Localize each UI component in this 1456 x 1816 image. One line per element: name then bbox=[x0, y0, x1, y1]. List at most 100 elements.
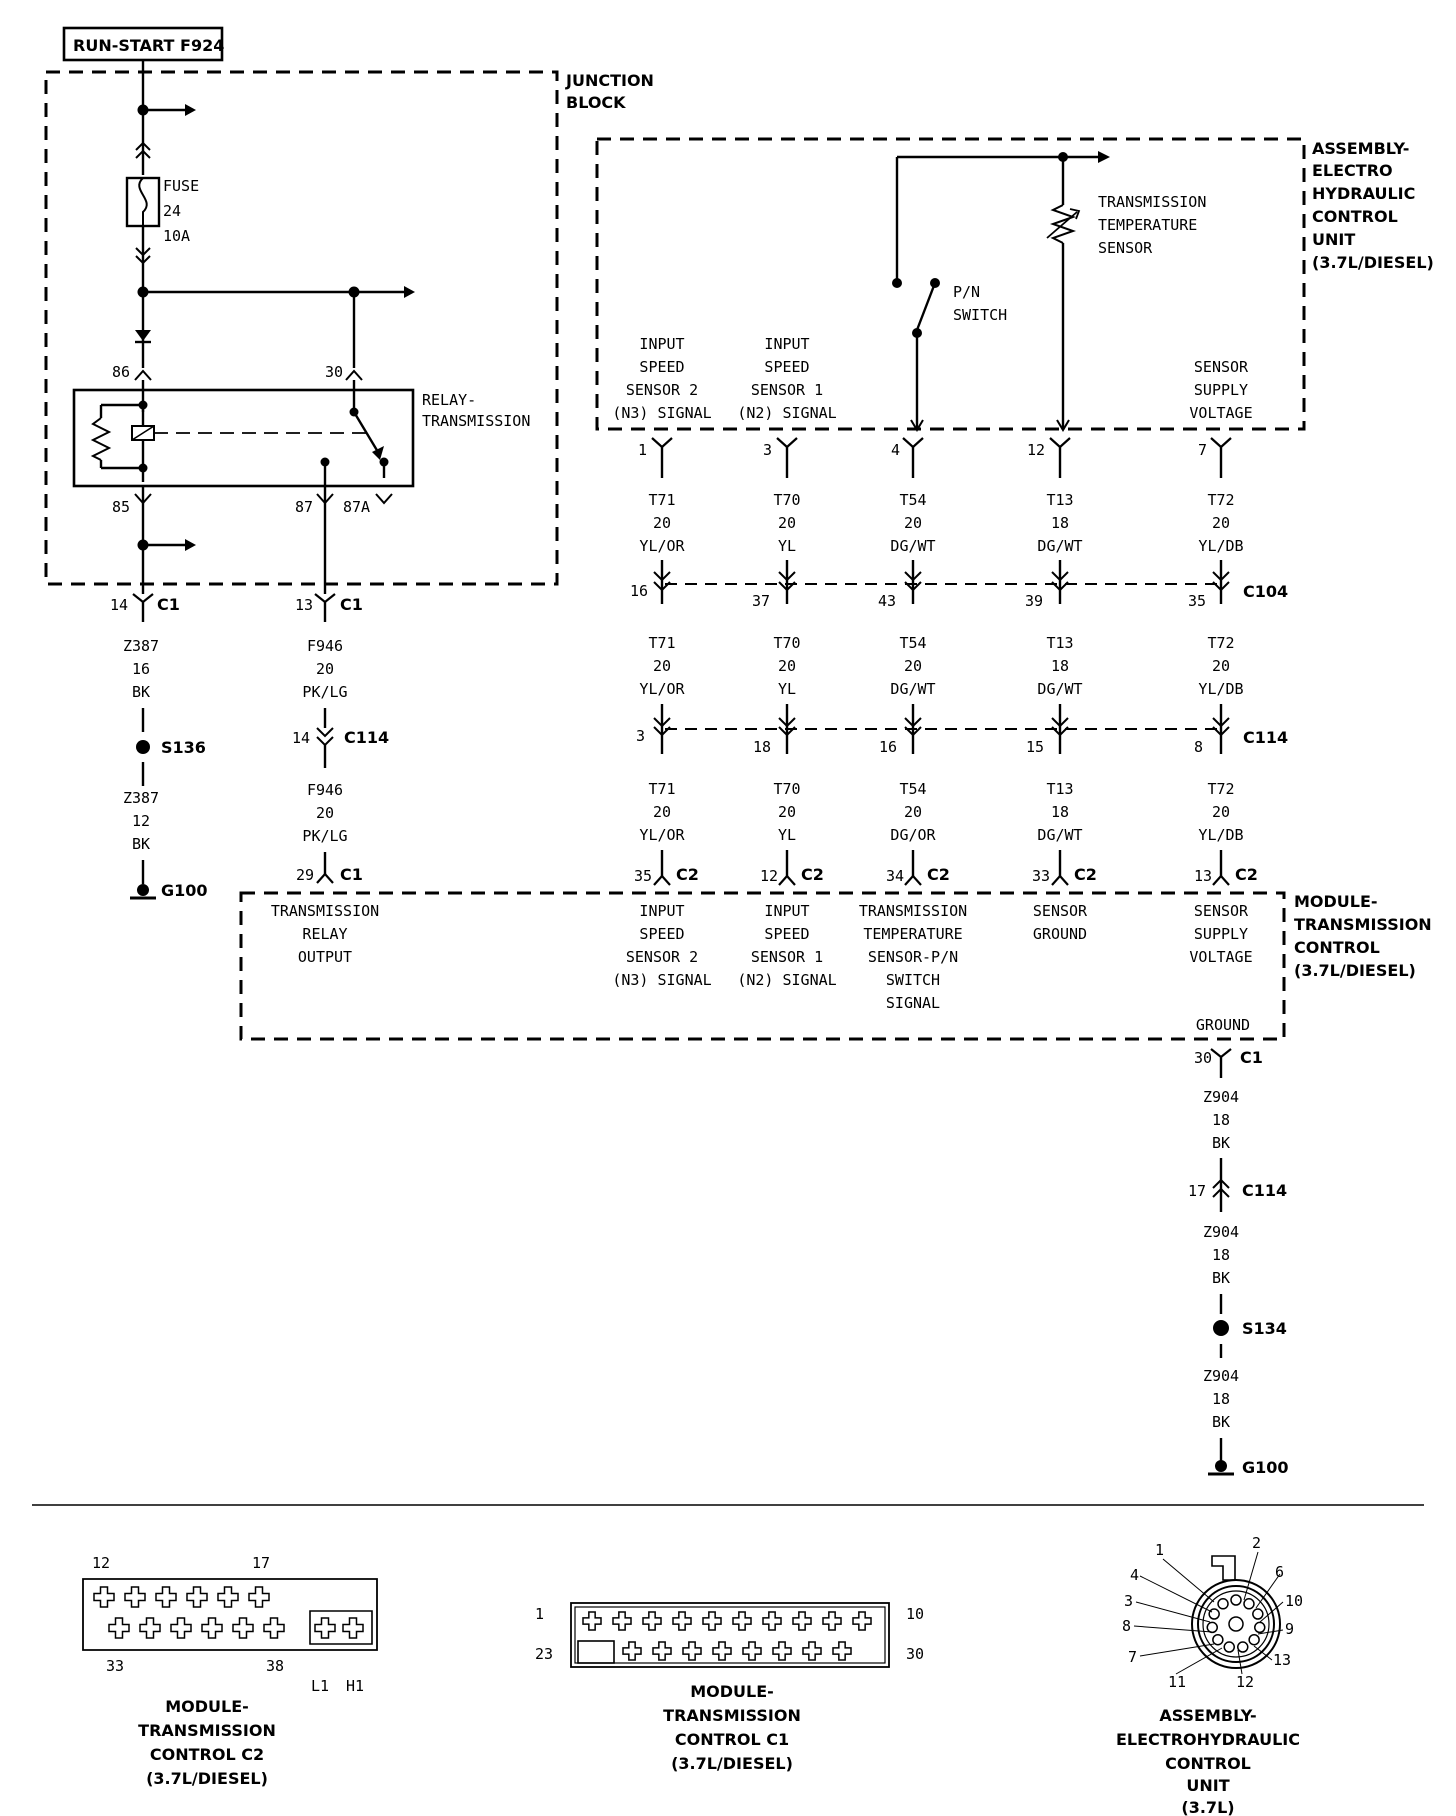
wire-color: YL/OR bbox=[639, 826, 685, 844]
wire-color: DG/WT bbox=[1037, 826, 1082, 844]
ehcu-pin-3: 3 bbox=[763, 441, 772, 459]
connector-view-ehcu: 1 2 4 6 3 10 8 9 7 13 11 12 ASSEMBLY- EL… bbox=[1116, 1534, 1303, 1816]
tcm-sensor-ground-label: GROUND bbox=[1033, 925, 1087, 943]
tcm-iss2-label: SPEED bbox=[639, 925, 684, 943]
pin-cavity bbox=[124, 1586, 146, 1608]
tcm-relay-output-label: TRANSMISSION bbox=[271, 902, 379, 920]
wire-color: YL/DB bbox=[1198, 826, 1243, 844]
pin-cavity bbox=[1206, 1621, 1218, 1634]
tcm-iss2-label: SENSOR 2 bbox=[626, 948, 698, 966]
ehcu-connector-title: (3.7L) bbox=[1181, 1798, 1234, 1816]
tcm-temp-pn-label: TRANSMISSION bbox=[859, 902, 967, 920]
pin-leader-line bbox=[1237, 1649, 1243, 1675]
tcm-iss1-label: INPUT bbox=[764, 902, 809, 920]
ehcu-pin-label: 8 bbox=[1122, 1617, 1131, 1635]
tcm-title-2: TRANSMISSION bbox=[1294, 915, 1432, 934]
wire-color: DG/WT bbox=[890, 680, 935, 698]
fuse-24 bbox=[125, 176, 161, 228]
ground-circuit-z387: 14 C1 Z387 16 BK S136 Z387 12 BK G100 bbox=[110, 593, 208, 900]
ehcu-pin-4: 4 bbox=[891, 441, 900, 459]
tcm-iss1-label: (N2) SIGNAL bbox=[737, 971, 836, 989]
wire-id: T72 bbox=[1207, 491, 1234, 509]
pin-cavity bbox=[1243, 1598, 1255, 1610]
c2-title: CONTROL C2 bbox=[150, 1745, 264, 1764]
c114-pin: 18 bbox=[753, 738, 771, 756]
circuit-label: RUN-START F924 bbox=[73, 36, 224, 55]
pin-cavity bbox=[612, 1611, 632, 1631]
tcm-supply-label: VOLTAGE bbox=[1189, 948, 1252, 966]
arrow-right-icon bbox=[185, 104, 196, 116]
pin-cavity bbox=[732, 1611, 752, 1631]
c2-pin-label: 33 bbox=[106, 1657, 124, 1675]
pin-leader-line bbox=[1139, 1575, 1213, 1613]
circuit-t13: T13 18 DG/WT 39 T13 18 DG/WT 15 T13 18 D… bbox=[1025, 437, 1083, 876]
tcm-temp-pn-label: SWITCH bbox=[886, 971, 940, 989]
ehcu-supply-label: VOLTAGE bbox=[1189, 404, 1252, 422]
ground-label: G100 bbox=[161, 881, 208, 900]
c1-pin-label: 30 bbox=[906, 1645, 924, 1663]
pin-cavity bbox=[1230, 1594, 1242, 1606]
wire-gauge: 16 bbox=[132, 660, 150, 678]
ehcu-pin-label: 13 bbox=[1273, 1651, 1291, 1669]
pin-leader-line bbox=[1255, 1573, 1281, 1609]
pin-cavity bbox=[622, 1641, 642, 1661]
splice-s134 bbox=[1213, 1320, 1229, 1336]
wire-id: T71 bbox=[648, 491, 675, 509]
c1-pin-label: 1 bbox=[535, 1605, 544, 1623]
c114-pin: 15 bbox=[1026, 738, 1044, 756]
ehcu-iss1-label: (N2) SIGNAL bbox=[737, 404, 836, 422]
c1-pin-14: 14 bbox=[110, 596, 128, 614]
ehcu-pin-1: 1 bbox=[638, 441, 647, 459]
fuse-label: FUSE bbox=[163, 177, 199, 195]
pin-cavity bbox=[672, 1611, 692, 1631]
ehcu-iss1-label: SENSOR 1 bbox=[751, 381, 823, 399]
wire-id: T13 bbox=[1046, 491, 1073, 509]
tcm-temp-pn-label: TEMPERATURE bbox=[863, 925, 962, 943]
tcm-title-3: CONTROL bbox=[1294, 938, 1380, 957]
c104-pin: 43 bbox=[878, 592, 896, 610]
c114-pin: 8 bbox=[1194, 738, 1203, 756]
ehcu-title-2: ELECTRO bbox=[1312, 161, 1393, 180]
ehcu-supply-label: SUPPLY bbox=[1194, 381, 1248, 399]
c104-pin: 39 bbox=[1025, 592, 1043, 610]
wire-gauge: 20 bbox=[653, 657, 671, 675]
ehcu-pin-label: 2 bbox=[1252, 1534, 1261, 1552]
pin-cavity bbox=[1248, 1633, 1260, 1646]
wire-gauge: 20 bbox=[316, 660, 334, 678]
pin-cavity bbox=[1228, 1616, 1244, 1632]
pin-cavity bbox=[582, 1611, 602, 1631]
pin-cavity bbox=[682, 1641, 702, 1661]
pin-cavity bbox=[93, 1586, 115, 1608]
tcm-iss2-label: INPUT bbox=[639, 902, 684, 920]
wire-id: T72 bbox=[1207, 780, 1234, 798]
pin-cavity bbox=[772, 1641, 792, 1661]
wire-gauge: 20 bbox=[653, 514, 671, 532]
wire-color: DG/OR bbox=[890, 826, 936, 844]
tcm-c2-pin: 34 bbox=[886, 867, 904, 885]
ehcu-title-1: ASSEMBLY- bbox=[1312, 139, 1409, 158]
ehcu-title-6: (3.7L/DIESEL) bbox=[1312, 253, 1434, 272]
junction-block-title-2: BLOCK bbox=[566, 93, 626, 112]
circuit-label-box: RUN-START F924 bbox=[62, 26, 224, 62]
ground-icon bbox=[137, 884, 149, 896]
wire-gauge: 20 bbox=[778, 514, 796, 532]
tcm-c2-label: C2 bbox=[801, 865, 824, 884]
pin-cavity bbox=[762, 1611, 782, 1631]
pin-cavity bbox=[155, 1586, 177, 1608]
pin-cavity bbox=[139, 1617, 161, 1639]
circuit-t71: T71 20 YL/OR 16 T71 20 YL/OR 3 T71 20 YL… bbox=[630, 437, 686, 876]
pin-leader-line bbox=[1139, 1643, 1215, 1657]
c104-pin: 37 bbox=[752, 592, 770, 610]
pin-leader-line bbox=[1133, 1625, 1213, 1633]
circuit-t70: T70 20 YL 37 T70 20 YL 18 T70 20 YL bbox=[752, 437, 801, 876]
ehcu-connector-title: CONTROL bbox=[1165, 1754, 1251, 1773]
c2-pin-label: 38 bbox=[266, 1657, 284, 1675]
wire-color: BK bbox=[1212, 1413, 1230, 1431]
pin-cavity bbox=[792, 1611, 812, 1631]
wire-color: BK bbox=[1212, 1134, 1230, 1152]
pin-cavity bbox=[1212, 1633, 1224, 1646]
pin-leader-line bbox=[1257, 1629, 1284, 1635]
fuse-number: 24 bbox=[163, 202, 181, 220]
wire-color: YL bbox=[778, 680, 796, 698]
ehcu-pin-12: 12 bbox=[1027, 441, 1045, 459]
